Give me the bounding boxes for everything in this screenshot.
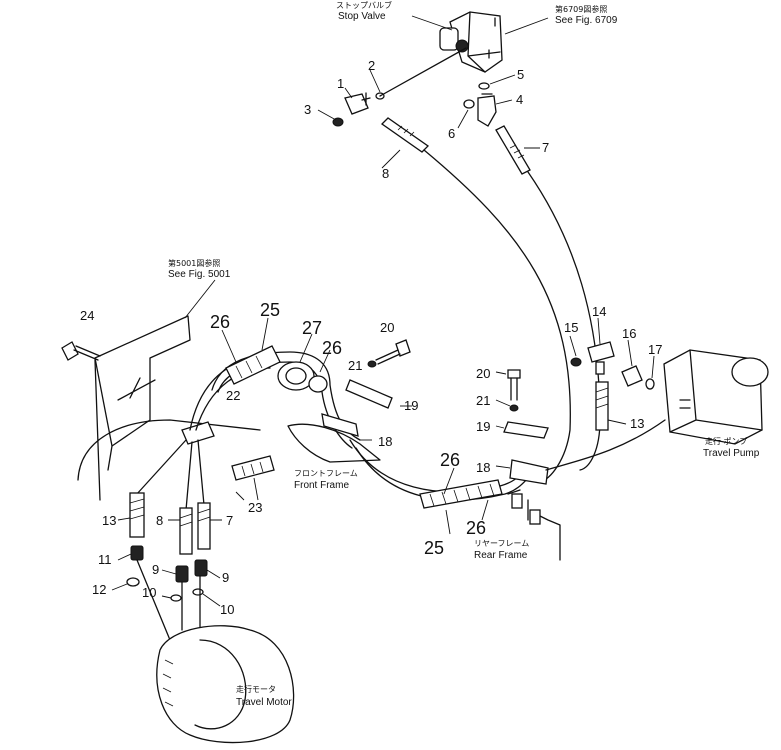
bolt-20-front [375,339,411,365]
front-bracket [77,315,261,501]
part-number: 8 [156,513,163,528]
tee-14 [587,341,615,375]
part-number: 19 [476,419,490,434]
part-number: 26 [466,518,486,538]
part-number: 17 [648,342,662,357]
o-ring-10-right [192,588,204,596]
part-number: 6 [448,126,455,141]
travel-motor-label-jp: 走行モータ [236,684,276,694]
travel-motor-part [156,625,295,744]
part-number: 20 [380,320,394,335]
part-number: 16 [622,326,636,341]
bracket-19-front [345,379,393,409]
o-ring-17 [645,378,655,390]
part-number: 7 [542,140,549,155]
travel-pump-label: Travel Pump [703,448,760,459]
bolt-20-rear [507,369,521,401]
leader-fig6709 [504,17,549,35]
part-number: 26 [440,450,460,470]
part-number: 13 [102,513,116,528]
part-number: 12 [92,582,106,597]
travel-pump-part [663,349,769,445]
part-number: 23 [248,500,262,515]
part-number: 11 [98,552,112,567]
hose-8-upper [380,117,430,153]
rear-frame-label-jp: リヤーフレーム [474,539,529,548]
part-number: 21 [348,358,362,373]
part-number: 27 [302,318,322,338]
clamp-18-rear [509,459,549,485]
plug-6 [463,99,475,109]
part-number: 14 [592,304,606,319]
fitting-11 [130,545,144,561]
rear-frame-label: Rear Frame [474,550,528,561]
fig5001-label: See Fig. 5001 [168,269,231,280]
hose-8-lower [179,507,193,555]
part-number: 10 [220,602,234,617]
clamp-23 [231,455,275,481]
hose-bundle-rear [349,439,529,509]
washer-21-front [367,360,377,368]
stop-valve-part [439,11,503,73]
part-number: 9 [222,570,229,585]
bolt-24 [61,341,101,361]
bracket-19-rear [503,421,549,439]
part-number: 2 [368,58,375,73]
fitting-9-left [175,565,189,583]
fig5001-label-jp: 第5001図参照 [168,258,220,268]
part-number: 5 [517,67,524,82]
travel-pump-label-jp: 走行 ポンプ [705,436,747,446]
part-number: 24 [80,308,94,323]
part-number: 7 [226,513,233,528]
hose-bundle-front [211,345,361,449]
part-number: 1 [337,76,344,91]
part-number: 20 [476,366,490,381]
part-number: 8 [382,166,389,181]
hose-13-lower [129,492,145,538]
part-number: 15 [564,320,578,335]
o-ring-10-left [170,594,182,602]
part-number: 21 [476,393,490,408]
travel-motor-label: Travel Motor [236,697,292,708]
part-number: 3 [304,102,311,117]
fitting-9-right [194,559,208,577]
rear-frame [507,489,561,561]
part-number: 9 [152,562,159,577]
hose-7-upper [495,125,531,175]
part-number: 25 [260,300,280,320]
fitting-16 [621,365,643,387]
part-number: 13 [630,416,644,431]
elbow-4 [477,93,497,127]
fig6709-label: See Fig. 6709 [555,15,618,26]
part-number: 18 [378,434,392,449]
part-number: 26 [322,338,342,358]
stop-valve-label-jp: ストップバルブ [336,0,392,10]
part-number: 19 [404,398,418,413]
stop-valve-label: Stop Valve [338,11,386,22]
part-number: 10 [142,585,156,600]
o-ring-5 [478,82,490,90]
hose-7-lower [197,502,211,550]
hose-13-rear [595,381,609,431]
fitting-1 [344,92,371,115]
part-number: 4 [516,92,523,107]
fig6709-label-jp: 第6709図参照 [555,4,607,14]
part-number: 25 [424,538,444,558]
leader-fig5001 [184,279,216,319]
part-number: 22 [226,388,240,403]
front-frame-label-jp: フロントフレーム [294,469,358,478]
washer-21-rear [509,404,519,412]
part-number: 26 [210,312,230,332]
o-ring-12 [126,577,140,587]
clamp-22 [181,421,215,445]
leader-stop-valve [411,15,453,31]
front-frame-plate [287,413,381,463]
front-frame-label: Front Frame [294,480,349,491]
part-number: 18 [476,460,490,475]
plug-15 [570,357,582,367]
